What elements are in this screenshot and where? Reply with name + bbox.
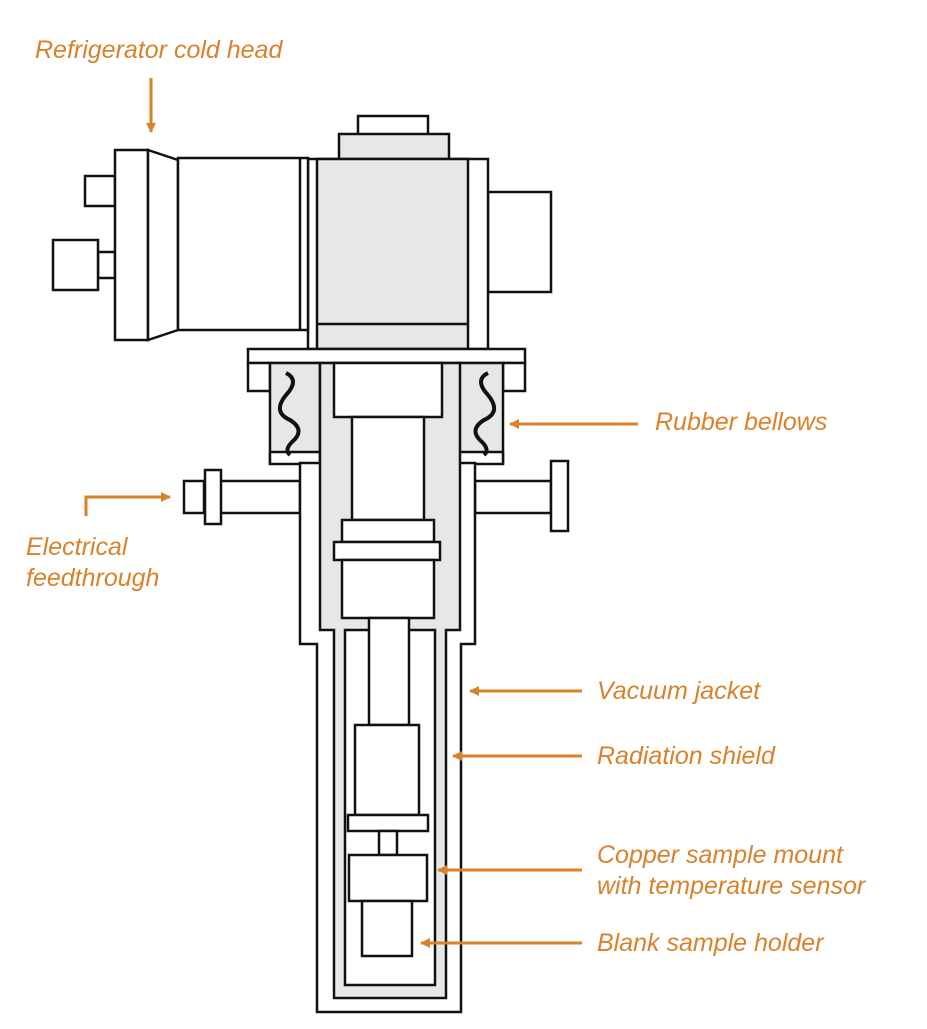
apparatus [51,114,570,1014]
central-housing-inner [315,157,470,351]
cold-head-flange [113,148,150,342]
label-radiation-shield: Radiation shield [597,742,775,770]
bellows-housing-left [246,361,272,393]
cold-head-knob-large [51,238,100,292]
cold-head-body [176,156,310,332]
right-port-flange [549,459,570,533]
cold-stage-plate [346,813,430,833]
cold-stage-block-2 [340,558,436,620]
copper-sample-mount [347,853,429,903]
label-feedthrough-line1: Electrical [26,533,128,561]
right-port-pipe [473,479,553,515]
feedthrough-flange [182,479,206,515]
top-flange [246,347,527,365]
label-vacuum-jacket: Vacuum jacket [597,677,761,705]
label-bellows: Rubber bellows [655,408,828,436]
cold-stage-collar [332,540,442,562]
bellows-left [278,371,301,457]
cold-head-knob-stem [96,250,117,280]
cold-stage-stem [377,829,399,857]
cold-head-knob-small [83,174,117,208]
label-copper-mount-line2: with temperature sensor [597,872,866,900]
right-box [486,190,553,294]
cold-stage-top [332,361,444,419]
label-cold-head: Refrigerator cold head [35,36,283,64]
rubber-bellows [278,371,496,457]
feedthrough-collar [203,468,223,526]
top-cap [337,132,451,162]
cold-stage-block-1 [340,518,436,544]
label-blank-holder: Blank sample holder [597,929,824,957]
cold-head-taper [146,148,180,342]
bellows-right [473,371,496,457]
blank-sample-holder [360,899,414,958]
feedthrough-pipe [218,479,302,515]
cold-stage-block-3 [353,723,421,817]
arrow-feedthrough [84,492,171,516]
cold-stage-column-1 [350,415,426,522]
bellows-housing-right [501,361,527,393]
label-feedthrough-line2: feedthrough [26,564,160,592]
cold-stage-column-2 [367,616,411,727]
callout-arrows [84,78,638,948]
label-copper-mount-line1: Copper sample mount [597,841,843,869]
